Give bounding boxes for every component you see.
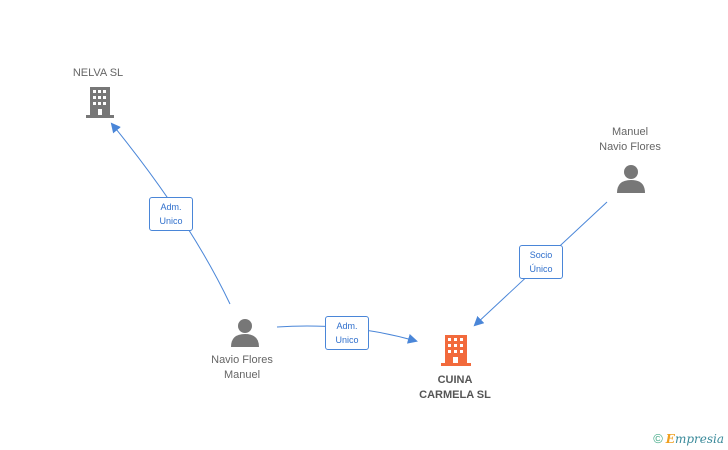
person-icon[interactable] xyxy=(231,319,259,347)
edge-label-adm-unico: Adm. Unico xyxy=(149,197,193,231)
node-label-navio-flores-manuel[interactable]: Navio Flores Manuel xyxy=(211,354,273,381)
node-label-nelva[interactable]: NELVA SL xyxy=(72,67,124,79)
brand-e: E xyxy=(665,432,675,446)
node-label-cuina-carmela[interactable]: CUINA CARMELA SL xyxy=(419,374,491,401)
building-icon[interactable] xyxy=(86,87,114,118)
empresia-logo: ©Empresia xyxy=(653,431,724,446)
edge-label-adm-unico: Adm. Unico xyxy=(325,316,369,350)
brand-name: mpresia xyxy=(674,432,724,446)
node-label-manuel-navio-flores[interactable]: Manuel Navio Flores xyxy=(599,126,661,153)
main-building-icon[interactable] xyxy=(441,335,471,366)
edge-label-socio-unico: Socio Único xyxy=(519,245,563,279)
person-icon[interactable] xyxy=(617,165,645,193)
copyright-icon: © xyxy=(653,431,663,446)
